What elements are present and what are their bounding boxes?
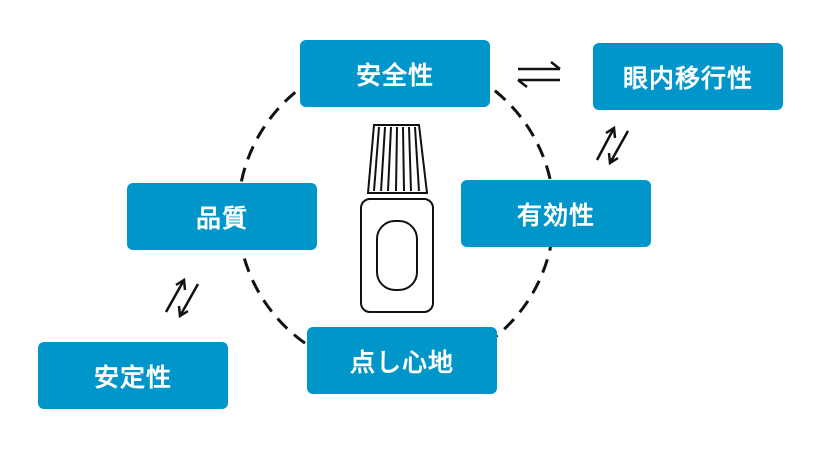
stability-box: 安定性 bbox=[38, 342, 228, 409]
exchange-arrows-left bbox=[164, 277, 200, 319]
safety-box: 安全性 bbox=[300, 40, 490, 107]
efficacy-box: 有効性 bbox=[461, 180, 651, 247]
exchange-arrows-top bbox=[517, 61, 561, 88]
intraocular-penetration-box: 眼内移行性 bbox=[593, 43, 783, 110]
eye-drop-bottle-icon bbox=[360, 124, 434, 313]
exchange-arrows-right bbox=[595, 125, 630, 166]
instillation-feel-box: 点し心地 bbox=[307, 327, 497, 394]
quality-box: 品質 bbox=[127, 183, 317, 250]
